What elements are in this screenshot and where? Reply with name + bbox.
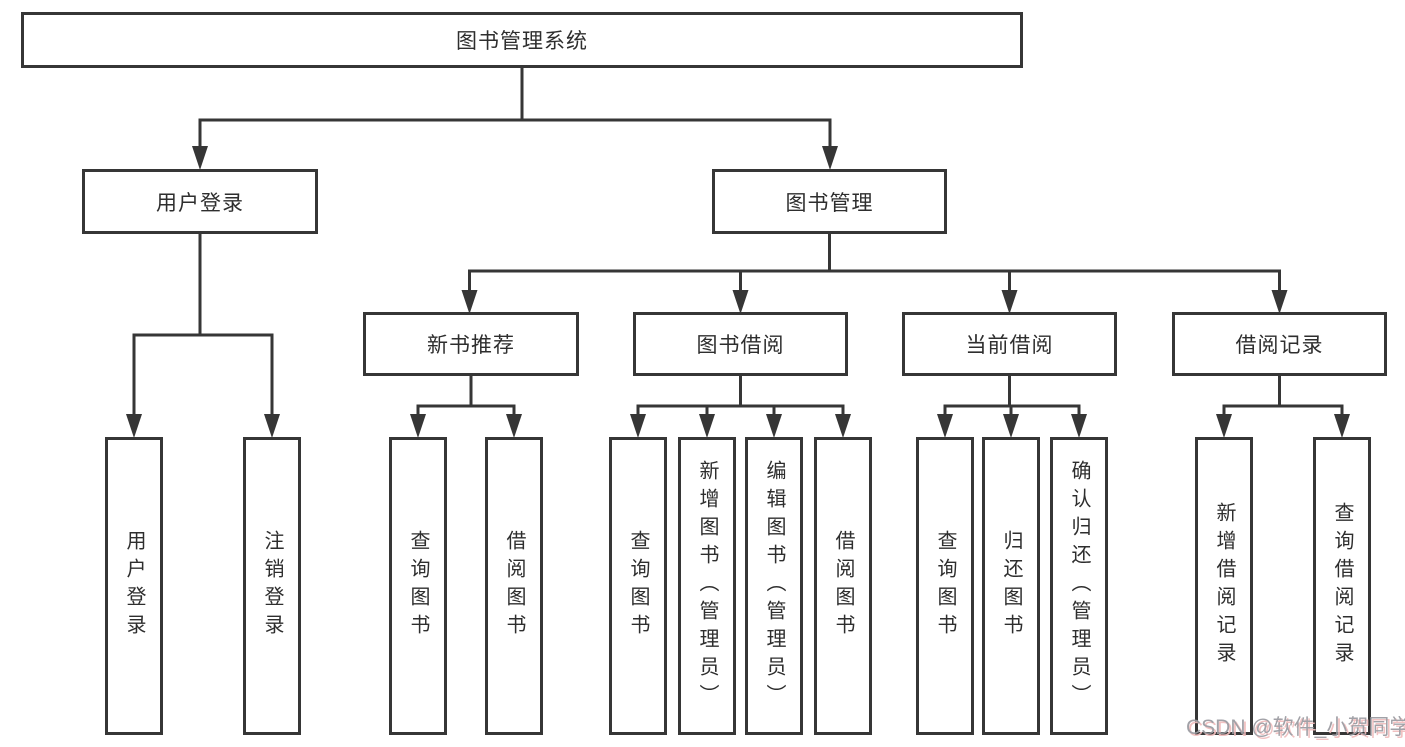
node-new-book-recommendation: 新书推荐 — [363, 312, 579, 376]
leaf-return-books: 归还图书 — [982, 437, 1040, 735]
node-label: 用户登录 — [123, 530, 145, 642]
node-label: 归还图书 — [1000, 530, 1022, 642]
node-library-management-system: 图书管理系统 — [21, 12, 1023, 68]
node-book-management: 图书管理 — [712, 169, 947, 234]
node-label: 查询图书 — [627, 530, 649, 642]
node-book-borrowing: 图书借阅 — [633, 312, 848, 376]
node-label: 新增借阅记录 — [1213, 502, 1235, 670]
node-label: 当前借阅 — [965, 334, 1054, 357]
node-label: 查询借阅记录 — [1331, 502, 1353, 670]
node-user-login: 用户登录 — [82, 169, 318, 234]
node-borrowing-records: 借阅记录 — [1172, 312, 1387, 376]
node-label: 借阅图书 — [503, 530, 525, 642]
node-current-borrowing: 当前借阅 — [902, 312, 1117, 376]
node-label: 图书管理 — [785, 191, 874, 215]
node-label: 编辑图书（管理员） — [763, 460, 785, 712]
node-label: 新增图书（管理员） — [696, 460, 718, 712]
node-label: 新书推荐 — [427, 334, 515, 357]
leaf-user-login: 用户登录 — [105, 437, 163, 735]
leaf-add-borrow-record: 新增借阅记录 — [1195, 437, 1253, 735]
leaf-confirm-return-admin: 确认归还（管理员） — [1050, 437, 1108, 735]
leaf-borrow-books: 借阅图书 — [814, 437, 872, 735]
leaf-query-borrow-record: 查询借阅记录 — [1313, 437, 1371, 735]
node-label: 图书借阅 — [696, 334, 785, 357]
csdn-watermark: CSDN @软件_小贺同学 — [1186, 716, 1405, 739]
node-label: 图书管理系统 — [456, 30, 588, 53]
node-label: 借阅图书 — [832, 530, 854, 642]
node-label: 查询图书 — [407, 530, 429, 642]
leaf-edit-books-admin: 编辑图书（管理员） — [745, 437, 803, 735]
node-label: 查询图书 — [934, 530, 956, 642]
leaf-query-books-borrow: 查询图书 — [609, 437, 667, 735]
node-label: 用户登录 — [156, 191, 244, 215]
leaf-add-books-admin: 新增图书（管理员） — [678, 437, 736, 735]
leaf-query-books-recommend: 查询图书 — [389, 437, 447, 735]
leaf-logout: 注销登录 — [243, 437, 301, 735]
node-label: 注销登录 — [261, 530, 283, 642]
leaf-borrow-books-recommend: 借阅图书 — [485, 437, 543, 735]
leaf-query-books-current: 查询图书 — [916, 437, 974, 735]
node-label: 借阅记录 — [1235, 334, 1324, 357]
node-label: 确认归还（管理员） — [1068, 460, 1090, 712]
